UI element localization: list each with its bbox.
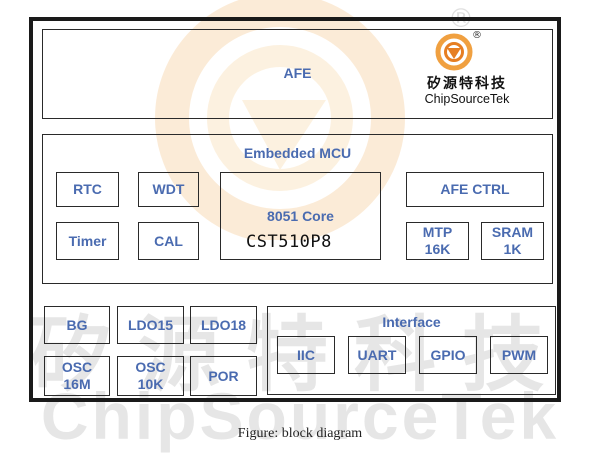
iic-label: IIC — [297, 346, 315, 363]
ldo15-label: LDO15 — [127, 316, 174, 333]
por-block: POR — [190, 356, 257, 396]
afe-label: AFE — [283, 64, 312, 81]
iic-block: IIC — [277, 336, 335, 374]
afe-block: AFE — [42, 29, 553, 119]
8051-core-block — [220, 172, 381, 260]
gpio-label: GPIO — [430, 346, 466, 363]
afe-ctrl-block: AFE CTRL — [406, 172, 544, 207]
gpio-block: GPIO — [419, 336, 477, 374]
interface-title: Interface — [382, 314, 441, 330]
uart-block: UART — [348, 336, 406, 374]
timer-label: Timer — [68, 232, 107, 249]
wdt-label: WDT — [152, 181, 185, 197]
afe-ctrl-label: AFE CTRL — [440, 181, 510, 197]
osc16m-block: OSC 16M — [44, 356, 110, 396]
osc16m-freq: 16M — [63, 376, 91, 392]
mtp-label: MTP — [422, 224, 453, 240]
pwm-block: PWM — [490, 336, 548, 374]
pwm-label: PWM — [501, 346, 537, 363]
osc10k-block: OSC 10K — [117, 356, 184, 396]
mtp-size: 16K — [424, 241, 451, 257]
mtp-block: MTP 16K — [406, 222, 469, 260]
rtc-block: RTC — [56, 172, 119, 207]
interface-block — [267, 306, 556, 395]
chip-outline — [29, 17, 561, 402]
bg-block: BG — [44, 306, 110, 344]
company-logo: ® 矽源特科技 ChipSourceTek — [412, 30, 522, 108]
osc10k-freq: 10K — [137, 376, 164, 392]
figure-caption: Figure: block diagram — [237, 426, 363, 441]
uart-label: UART — [357, 346, 397, 363]
ldo18-block: LDO18 — [190, 306, 257, 344]
core-part-number: CST510P8 — [246, 232, 332, 252]
bg-label: BG — [66, 316, 88, 333]
embedded-mcu-title: Embedded MCU — [243, 145, 352, 161]
rtc-label: RTC — [73, 181, 102, 197]
8051-core-label: 8051 Core — [267, 208, 334, 224]
embedded-mcu-block — [42, 134, 553, 284]
wdt-block: WDT — [138, 172, 199, 207]
logo-registered-mark: ® — [472, 30, 482, 41]
sram-size: 1K — [503, 241, 522, 257]
logo-english-name: ChipSourceTek — [424, 92, 510, 106]
por-label: POR — [208, 367, 239, 384]
sram-block: SRAM 1K — [481, 222, 544, 260]
osc10k-label: OSC — [135, 359, 166, 375]
ldo18-label: LDO18 — [200, 316, 247, 333]
ldo15-block: LDO15 — [117, 306, 184, 344]
cal-block: CAL — [138, 222, 199, 260]
chipsourcetek-logo-icon — [435, 33, 473, 71]
osc16m-label: OSC — [61, 359, 93, 375]
cal-label: CAL — [154, 232, 183, 249]
logo-chinese-name: 矽源特科技 — [427, 76, 507, 92]
sram-label: SRAM — [491, 224, 534, 240]
timer-block: Timer — [56, 222, 119, 260]
